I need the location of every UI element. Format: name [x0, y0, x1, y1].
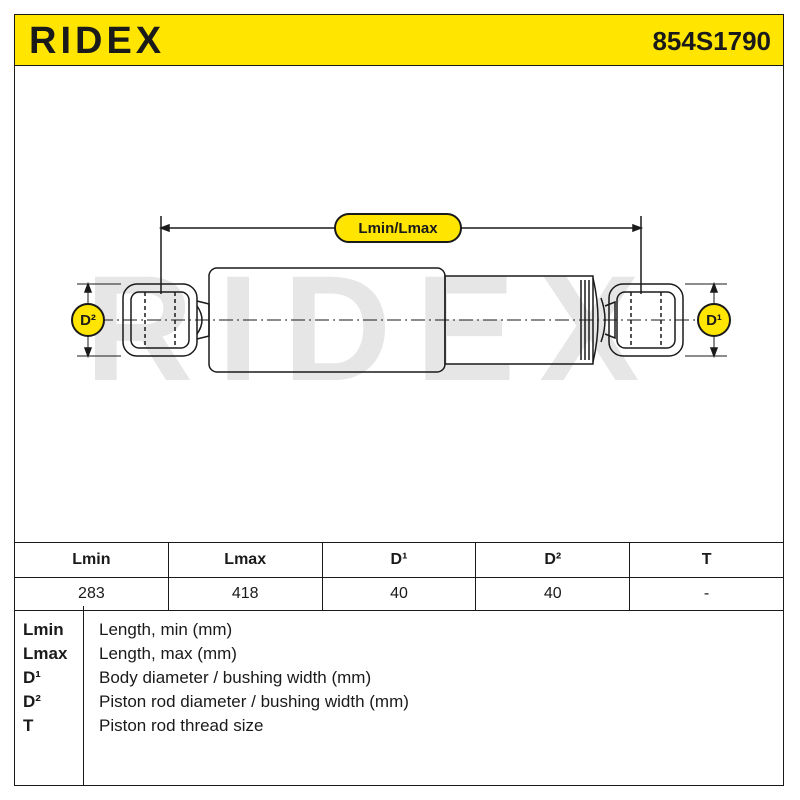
part-number: 854S1790	[652, 26, 771, 56]
spec-header-row: Lmin Lmax D¹ D² T	[14, 542, 784, 578]
legend-key: Lmin	[23, 620, 64, 639]
value-d1: 40	[321, 577, 477, 611]
length-arrow-right	[632, 223, 644, 233]
value-d2: 40	[475, 577, 631, 611]
legend-row: D² Piston rod diameter / bushing width (…	[15, 690, 783, 714]
spec-value-row: 283 418 40 40 -	[14, 577, 784, 611]
length-arrow-left	[158, 223, 170, 233]
header-lmin: Lmin	[14, 542, 169, 578]
legend-box: Lmin Length, min (mm) Lmax Length, max (…	[14, 606, 784, 786]
legend-row: T Piston rod thread size	[15, 714, 783, 738]
value-lmax: 418	[167, 577, 323, 611]
legend-key: Lmax	[23, 644, 68, 663]
legend-row: Lmin Length, min (mm)	[15, 618, 783, 642]
legend-key: D¹	[23, 668, 41, 687]
legend-desc: Length, max (mm)	[99, 644, 237, 663]
legend-key: T	[23, 716, 34, 735]
header-d2: D²	[475, 542, 631, 578]
value-t: -	[629, 577, 784, 611]
legend-row: D¹ Body diameter / bushing width (mm)	[15, 666, 783, 690]
legend-desc: Piston rod thread size	[99, 716, 264, 735]
legend-row: Lmax Length, max (mm)	[15, 642, 783, 666]
header-lmax: Lmax	[167, 542, 323, 578]
brand-logo: RIDEX	[29, 20, 166, 62]
legend-desc: Length, min (mm)	[99, 620, 233, 639]
legend-key: D²	[23, 692, 41, 711]
diagram-svg: RIDEX	[75, 216, 727, 412]
spec-table: Lmin Lmax D¹ D² T 283 418 40 40 -	[14, 542, 784, 611]
legend-divider	[83, 606, 84, 785]
header-t: T	[629, 542, 784, 578]
d2-label-bubble: D²	[71, 303, 105, 337]
legend-desc: Piston rod diameter / bushing width (mm)	[99, 692, 409, 711]
legend-desc: Body diameter / bushing width (mm)	[99, 668, 372, 687]
shock-absorber-diagram: RIDEX	[14, 66, 784, 542]
length-label-bubble: Lmin/Lmax	[334, 213, 462, 243]
watermark-text: RIDEX	[85, 244, 663, 412]
header-d1: D¹	[321, 542, 477, 578]
d1-label-bubble: D¹	[697, 303, 731, 337]
header-band: RIDEX 854S1790	[14, 14, 784, 66]
value-lmin: 283	[14, 577, 169, 611]
